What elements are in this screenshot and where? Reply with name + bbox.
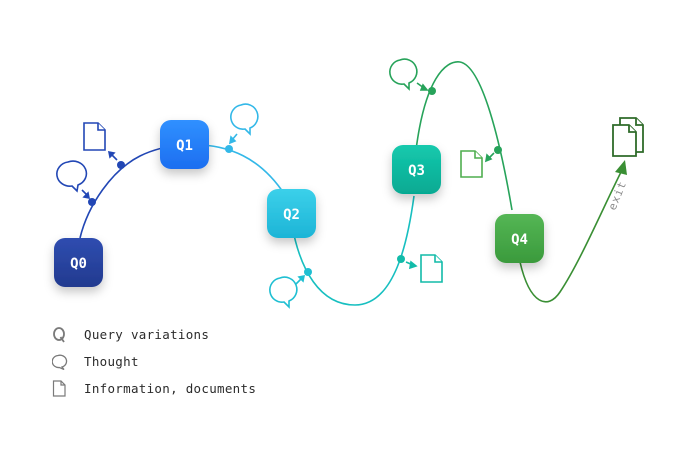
- exit-arrowhead: [615, 160, 627, 175]
- query-node-label: Q1: [176, 138, 193, 154]
- arrow-thought-to-q2q3: [295, 274, 306, 285]
- document-icon: [460, 150, 483, 178]
- arrow-dot-to-doc-q0q1: [107, 150, 118, 161]
- legend-item-query: Query variations: [52, 321, 256, 348]
- legend-label: Information, documents: [84, 381, 257, 396]
- junction-dot: [225, 145, 233, 153]
- thought-icon: [269, 276, 298, 309]
- arrow-thought-to-q3q4: [416, 82, 429, 91]
- junction-dot: [88, 198, 96, 206]
- path-q3-q4: [415, 61, 513, 211]
- arrow-thought-to-q0q1: [81, 189, 91, 200]
- legend-item-thought: Thought: [52, 348, 256, 375]
- document-icon: [52, 380, 84, 398]
- junction-dot: [304, 268, 312, 276]
- query-node-label: Q2: [283, 207, 300, 223]
- junction-dot: [428, 87, 436, 95]
- thought-icon: [56, 160, 88, 193]
- path-q4-exit: [519, 169, 623, 303]
- query-node-q2[interactable]: Q2: [267, 189, 316, 238]
- junction-dot: [494, 146, 502, 154]
- junction-dot: [397, 255, 405, 263]
- thought-icon: [52, 353, 84, 371]
- query-node-label: Q3: [408, 163, 425, 179]
- junction-dot: [117, 161, 125, 169]
- query-node-q1[interactable]: Q1: [160, 120, 209, 169]
- query-node-q0[interactable]: Q0: [54, 238, 103, 287]
- document-icon: [83, 122, 106, 151]
- legend-item-document: Information, documents: [52, 375, 256, 402]
- path-q2-q3: [291, 195, 415, 306]
- query-node-label: Q0: [70, 256, 87, 272]
- query-icon: [52, 326, 84, 344]
- arrow-dot-to-doc-q2q3: [405, 260, 418, 270]
- thought-icon: [389, 58, 418, 91]
- documents-stack-icon: [612, 117, 644, 157]
- arrow-dot-to-doc-q3q4: [484, 152, 495, 163]
- document-icon: [420, 254, 443, 283]
- thought-icon: [230, 103, 259, 136]
- query-node-label: Q4: [511, 232, 528, 248]
- legend: Query variations Thought Information, do…: [52, 321, 256, 402]
- query-node-q3[interactable]: Q3: [392, 145, 441, 194]
- legend-label: Thought: [84, 354, 139, 369]
- query-node-q4[interactable]: Q4: [495, 214, 544, 263]
- arrow-thought-to-q1q2: [228, 133, 238, 145]
- legend-label: Query variations: [84, 327, 210, 342]
